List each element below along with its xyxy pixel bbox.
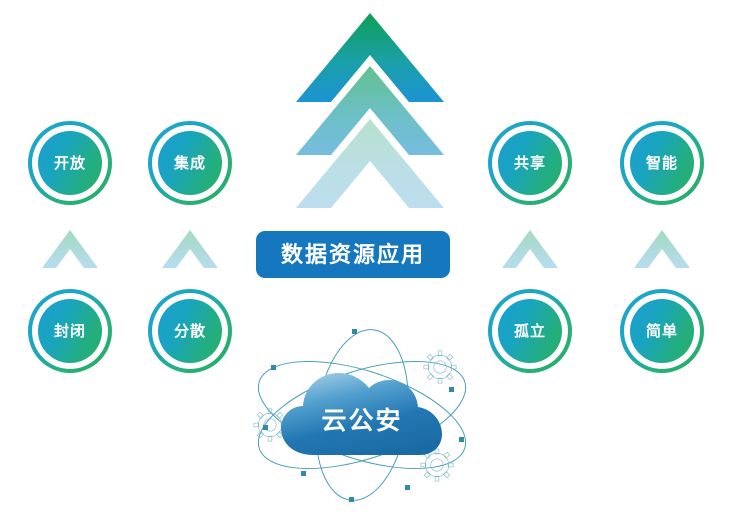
- node-disc: [630, 299, 694, 363]
- node-label: 简单: [645, 322, 678, 340]
- node-intelligent[interactable]: 智能: [620, 121, 704, 205]
- node-disc: [498, 131, 562, 195]
- node-label: 开放: [53, 154, 86, 172]
- node-closed[interactable]: 封闭: [28, 289, 112, 373]
- node-disc: [630, 131, 694, 195]
- gear-icon-top-right: [423, 350, 457, 384]
- cloud-icon: [281, 373, 442, 455]
- node-label: 孤立: [513, 322, 546, 340]
- orbit-node-dots: [263, 329, 464, 502]
- node-disc: [38, 299, 102, 363]
- node-integration[interactable]: 集成: [148, 121, 232, 205]
- chevron-up-icon-right-inner: [502, 228, 558, 270]
- center-label-text: 数据资源应用: [280, 241, 425, 267]
- chevron-bottom: [296, 119, 444, 208]
- chevron-top: [296, 13, 444, 102]
- node-disc: [498, 299, 562, 363]
- node-isolated[interactable]: 孤立: [488, 289, 572, 373]
- node-disc: [38, 131, 102, 195]
- node-label: 集成: [173, 154, 206, 172]
- node-dispersed[interactable]: 分散: [148, 289, 232, 373]
- node-label: 封闭: [53, 322, 86, 340]
- node-sharing[interactable]: 共享: [488, 121, 572, 205]
- node-label: 共享: [513, 154, 546, 172]
- node-open[interactable]: 开放: [28, 121, 112, 205]
- node-disc: [158, 131, 222, 195]
- node-disc: [158, 299, 222, 363]
- chevron-up-icon-left-inner: [162, 228, 218, 270]
- chevron-up-icon-left-outer: [42, 228, 98, 270]
- chevron-middle: [296, 66, 444, 155]
- chevron-up-icon-right-outer: [634, 228, 690, 270]
- node-label: 智能: [645, 154, 678, 172]
- gear-icon-bottom-right: [420, 448, 454, 482]
- node-simple[interactable]: 简单: [620, 289, 704, 373]
- node-label: 分散: [173, 322, 206, 340]
- triple-chevron-up-icon: [296, 10, 444, 210]
- cloud-atom-graphic: [237, 325, 487, 505]
- center-label-box[interactable]: 数据资源应用: [256, 231, 450, 278]
